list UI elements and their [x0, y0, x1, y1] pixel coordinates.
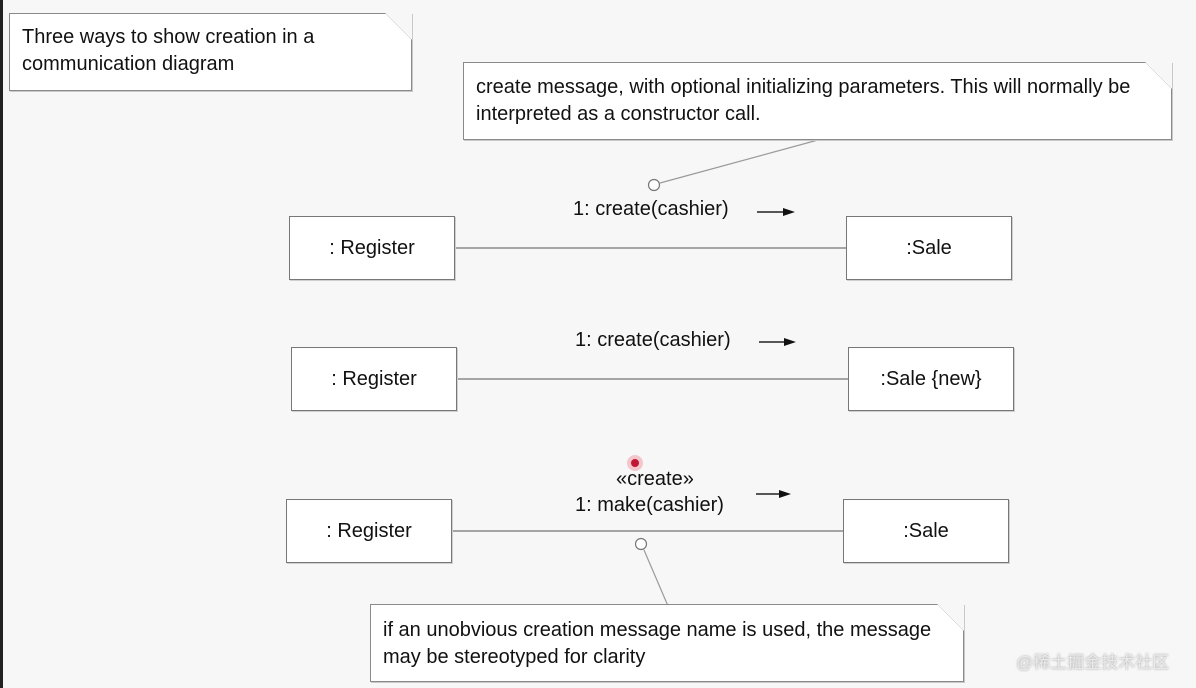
note-anchor-circle-bottom	[634, 537, 648, 551]
sale-object-row1: :Sale	[846, 216, 1012, 280]
title-note: Three ways to show creation in a communi…	[9, 13, 412, 91]
watermark: @稀土掘金技术社区	[1016, 653, 1170, 672]
register-object-row2: : Register	[291, 347, 457, 411]
sale-label: :Sale	[903, 519, 949, 542]
note-anchor-circle-top	[647, 178, 661, 192]
message-label-row2: 1: create(cashier)	[575, 329, 731, 351]
stereotype-label-row3: «create»	[616, 468, 694, 490]
stereotype-note-text: if an unobvious creation message name is…	[383, 619, 932, 668]
sale-label: :Sale	[906, 236, 952, 259]
message-arrow-row3	[756, 490, 791, 498]
left-edge-border	[0, 0, 3, 688]
message-label-row1: 1: create(cashier)	[573, 198, 729, 220]
note-anchor-line-bottom	[643, 549, 669, 607]
note-anchor-line-top	[659, 139, 819, 184]
title-note-text: Three ways to show creation in a communi…	[22, 26, 315, 75]
register-object-row3: : Register	[286, 499, 452, 563]
sale-new-label: :Sale {new}	[880, 367, 982, 390]
register-label: : Register	[329, 236, 415, 259]
constructor-note: create message, with optional initializi…	[463, 62, 1172, 140]
message-arrow-row1	[757, 208, 795, 216]
register-object-row1: : Register	[289, 216, 455, 280]
sale-new-object-row2: :Sale {new}	[848, 347, 1014, 411]
message-label-row3: 1: make(cashier)	[575, 494, 724, 516]
sale-object-row3: :Sale	[843, 499, 1009, 563]
constructor-note-text: create message, with optional initializi…	[476, 76, 1131, 125]
register-label: : Register	[326, 519, 412, 542]
cursor-marker	[627, 455, 643, 471]
register-label: : Register	[331, 367, 417, 390]
stereotype-note: if an unobvious creation message name is…	[370, 604, 964, 682]
message-arrow-row2	[759, 338, 796, 346]
